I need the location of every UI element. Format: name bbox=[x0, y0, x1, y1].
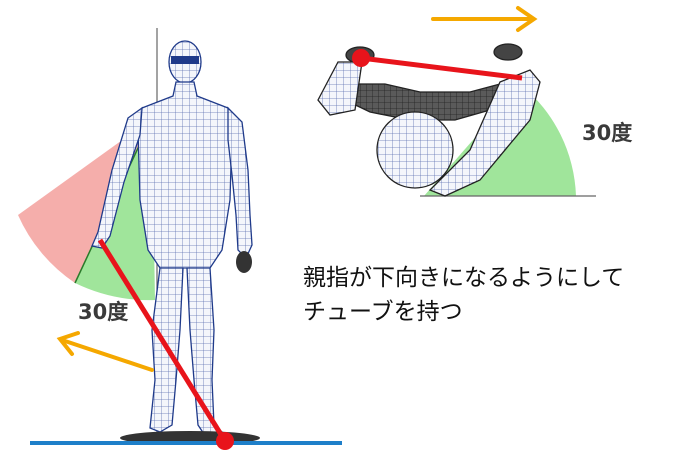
top-resistance-band bbox=[361, 58, 522, 78]
instruction-line-2: チューブを持つ bbox=[303, 295, 624, 329]
top-view bbox=[318, 8, 596, 196]
front-view bbox=[18, 28, 342, 450]
top-angle-label: 30度 bbox=[582, 117, 632, 147]
front-angle-label: 30度 bbox=[78, 296, 128, 326]
top-movement-arrow bbox=[433, 8, 534, 30]
instruction-line-1: 親指が下向きになるようにして bbox=[303, 261, 624, 295]
instruction-text: 親指が下向きになるようにして チューブを持つ bbox=[303, 261, 624, 329]
top-band-anchor-point bbox=[352, 49, 370, 67]
band-anchor-point bbox=[216, 432, 234, 450]
movement-arrow bbox=[60, 333, 152, 370]
